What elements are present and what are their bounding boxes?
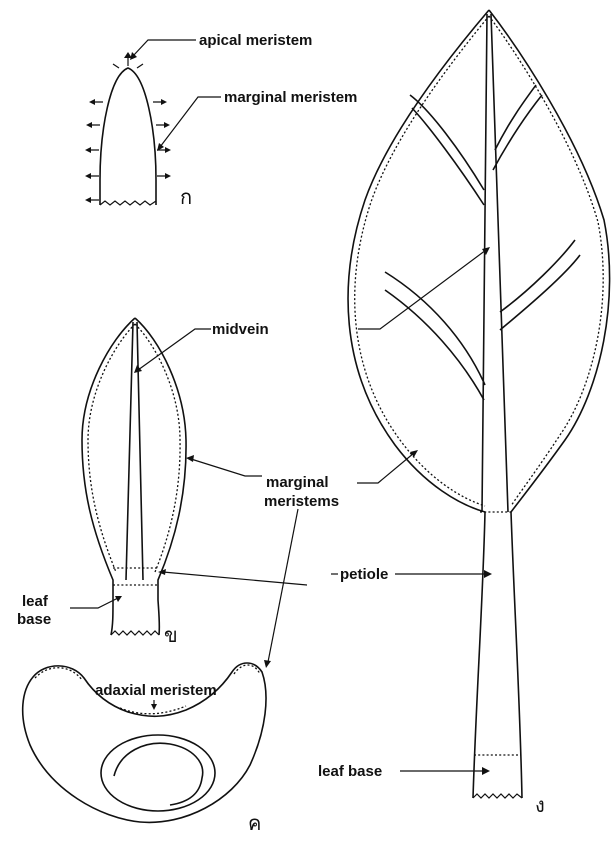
elongating-leaf-figure [82,318,186,635]
panel-mark-a: ก [180,185,192,209]
panel-mark-d: ง [535,793,545,817]
mature-leaf-middle-veins [385,240,580,400]
label-leaf-base-left-line2: base [17,611,51,628]
elongating-leaf-base-cut [111,631,159,635]
vascular-bundle-inner [114,743,203,805]
adaxial-pointer-arrowhead [151,704,157,710]
label-leaf-base-right: leaf base [318,763,382,780]
mature-leaf-upper-veins [410,85,542,205]
label-marginal-meristems-line2: meristems [264,493,339,510]
marginal-meristem-leader [160,97,221,147]
mature-leaf-base-cut [473,794,522,798]
mature-leaf-midvein [482,14,508,512]
mature-leaf-figure [348,10,610,798]
elongating-leaf-base-boundary [113,568,159,585]
label-marginal-meristems-line1: marginal [266,474,329,491]
mature-leaf-marginal-band [355,16,603,506]
panel-mark-b: ข [164,623,178,647]
marginal-arrowhead-mid [186,455,194,462]
marginal-leader-down [268,509,298,662]
label-leaf-base-left-line1: leaf [22,593,49,610]
midvein-arrowhead-left [134,365,142,373]
label-adaxial-meristem: adaxial meristem [95,682,217,699]
marginal-arrowhead-down [264,660,271,668]
label-apical-meristem: apical meristem [199,32,312,49]
midvein-leader-left [138,329,211,370]
mature-leaf-base-boundaries [474,512,521,755]
label-midvein: midvein [212,321,269,338]
label-marginal-meristem: marginal meristem [224,89,357,106]
primordium-outline [100,68,156,205]
elongating-leaf-midvein [126,322,143,580]
mature-leaf-petiole [473,512,522,798]
primordium-base-cut [100,201,156,205]
midvein-leader-right [358,250,486,329]
panel-mark-c: ค [248,811,261,835]
leaf-primordium-figure [85,40,221,205]
elongating-leaf-outline [82,318,186,635]
leaf-base-right-arrowhead [482,767,490,775]
mature-leaf-blade-outline [348,10,610,512]
label-petiole: petiole [340,566,388,583]
midvein-arrowhead-right [482,247,490,255]
vascular-bundle-outer [101,735,215,811]
marginal-leader-mid [191,459,262,476]
petiole-arrowhead [484,570,492,578]
apical-meristem-leader [133,40,196,56]
leaf-base-left-leader [70,598,118,608]
